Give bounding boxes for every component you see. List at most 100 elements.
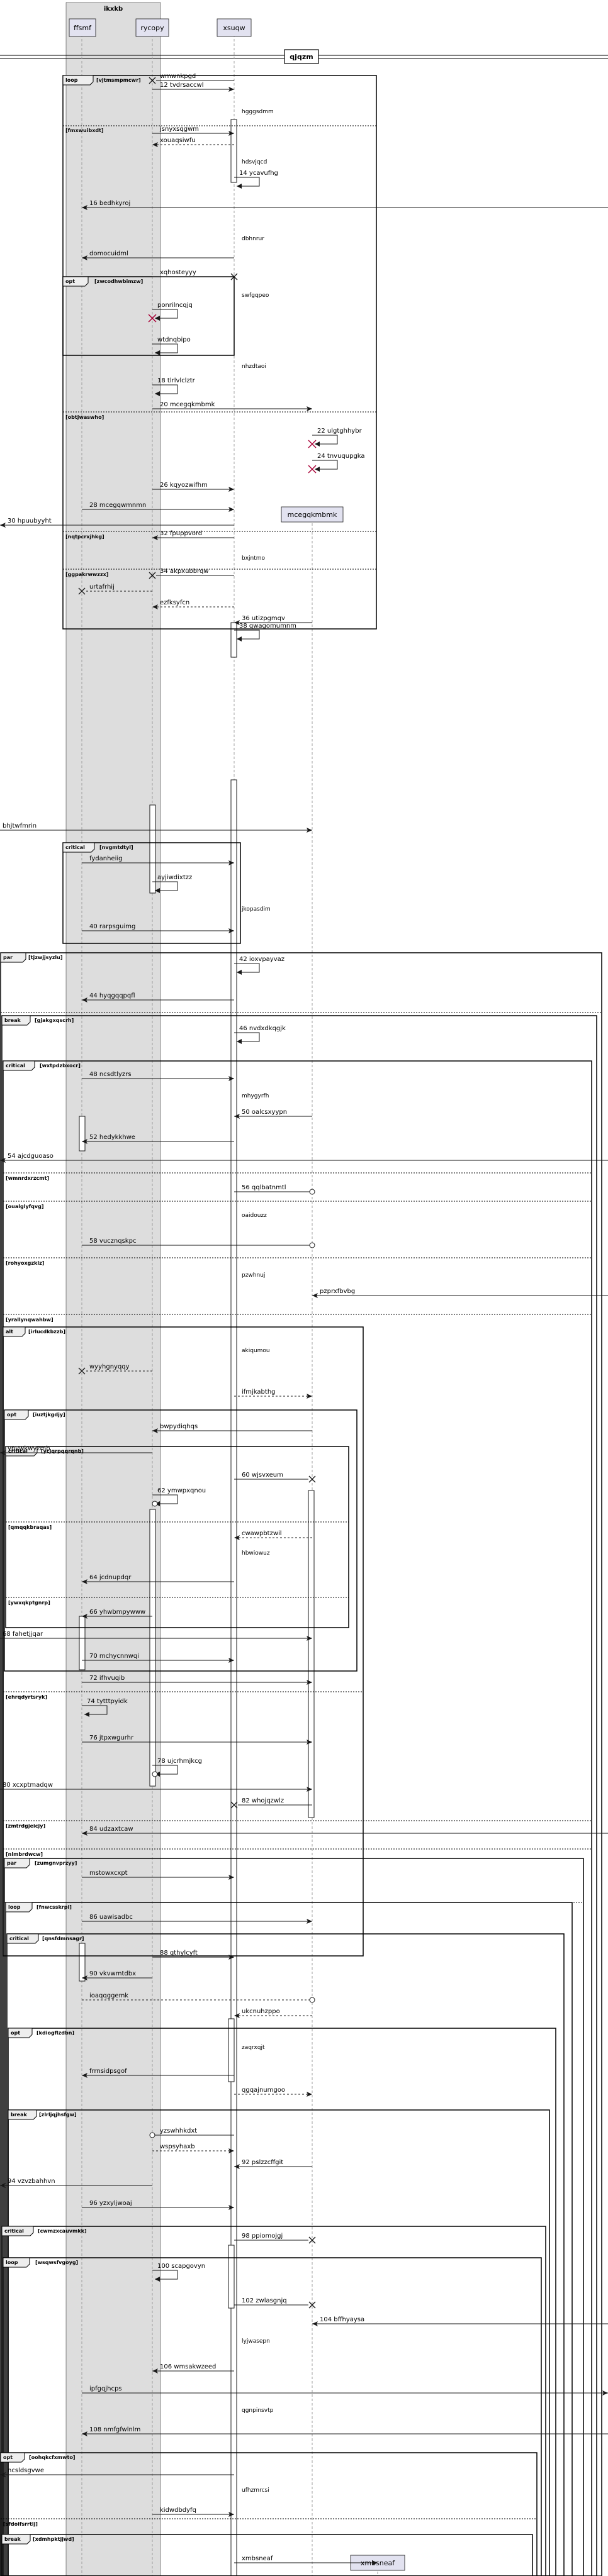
destroy-icon: [308, 465, 317, 474]
frame-cond: [nlmbrdwcw]: [6, 1852, 43, 1857]
svg-text:[iuztjkgdjy]: [iuztjkgdjy]: [33, 1412, 65, 1418]
arrow-head: [228, 1658, 234, 1663]
lost-message-icon: [230, 273, 238, 280]
message-label: qgnpinsvtp: [242, 2407, 274, 2414]
self-message-arrow: [234, 630, 260, 640]
frame-critical: critical [nvgmtdtyl]: [62, 842, 241, 944]
svg-text:critical: critical: [8, 1448, 28, 1454]
message-label: oaidouzz: [242, 1213, 267, 1219]
message-m14: 14 ycavufhg: [234, 170, 278, 189]
message-m78: 78 ujcrhmjkcg: [152, 1758, 202, 1777]
message-m66: 66 yhwbmpywww: [82, 1609, 152, 1619]
message-m68: 68 fahetjjqar: [0, 1631, 312, 1641]
message-label: wspsyhaxb: [160, 2143, 195, 2150]
message-label: hdsvjqcd: [242, 159, 267, 165]
message-label: 60 wjsvxeum: [242, 1472, 283, 1479]
svg-text:[irlucdkbzzb]: [irlucdkbzzb]: [28, 1329, 65, 1335]
arrow-head: [152, 535, 158, 540]
message-label: cwawpbtzwil: [242, 1530, 282, 1537]
participant-ffsmf[interactable]: [69, 18, 96, 37]
message-label: 38 qwagomumnm: [239, 623, 296, 630]
arrow-head: [82, 2431, 87, 2436]
message-label: urtafrhij: [89, 584, 115, 591]
message-label: bhjtwfmrin: [3, 823, 37, 830]
message-m76: 76 jtpxwgurhr: [82, 1735, 312, 1745]
lost-message-icon: [149, 77, 156, 84]
frame-opt: opt [iuztjkgdjy]: [4, 1409, 357, 1672]
message-label: 82 whojqzwlz: [242, 1797, 284, 1804]
svg-text:[nvgmtdtyl]: [nvgmtdtyl]: [99, 845, 133, 850]
arrow-head: [152, 142, 158, 147]
message-m90: 90 vkvwmtdbx: [82, 1970, 152, 1980]
arrow-head: [307, 1787, 312, 1792]
participant-group-label: ikxkb: [104, 6, 123, 13]
message-m59: pzprxfbvbg: [312, 1288, 608, 1298]
svg-text:critical: critical: [9, 1936, 29, 1941]
message-m60b: ifmjkabthg: [234, 1389, 312, 1399]
message-label: 64 jcdnupdqr: [89, 1574, 132, 1581]
participant-mcegqkmbmk[interactable]: [281, 506, 344, 523]
message-label: 106 wmsakwzeed: [160, 2363, 216, 2370]
activation-bar: [230, 779, 237, 2576]
message-n10: pzwhnuj: [242, 1272, 265, 1279]
svg-text:break: break: [4, 2536, 21, 2542]
arrow-head: [82, 2073, 87, 2078]
arrow-head: [228, 860, 234, 865]
arrow-head: [307, 2092, 312, 2097]
participant-group-box: [65, 2, 161, 2576]
message-m24: 24 tnvuqupgka: [308, 453, 365, 474]
message-label: pzwhnuj: [242, 1272, 265, 1279]
message-label: jsnyxsqgwm: [159, 126, 199, 133]
message-m80: 80 xcxptmadqw: [0, 1782, 312, 1792]
arrow-head: [237, 636, 242, 641]
message-m88: 88 qthylcyft: [152, 1950, 234, 1960]
message-m60: 60 wjsvxeum: [234, 1472, 316, 1483]
arrow-head: [228, 2148, 234, 2153]
message-label: 58 vucznqskpc: [89, 1238, 136, 1245]
message-label: 22 ulgtghhybr: [317, 428, 363, 435]
svg-text:[ycjqrpqqrqnb]: [ycjqrpqqrqnb]: [41, 1448, 84, 1454]
frame-cond: [fmxwuibxdt]: [65, 128, 104, 133]
message-n7: jkopasdim: [241, 906, 271, 913]
svg-text:[wxtpdzbxocr]: [wxtpdzbxocr]: [40, 1063, 81, 1069]
arrow-head: [84, 1712, 89, 1717]
message-label: 90 vkvwmtdbx: [89, 1970, 136, 1977]
self-message-arrow: [234, 177, 260, 187]
message-m60a: wyyhgnyqqy: [78, 1363, 152, 1375]
message-label: ezfksyfcn: [160, 599, 189, 606]
arrow-head: [228, 2205, 234, 2210]
activation-bar: [149, 1509, 156, 1787]
frame-opt: opt [zwcodhwbimzw]: [62, 276, 235, 356]
message-label: 92 pslzzcffgit: [242, 2159, 283, 2166]
participant-rycopy[interactable]: [135, 18, 169, 37]
message-label: 104 bffhyaysa: [320, 2316, 364, 2323]
message-label: swfgqpeo: [242, 292, 269, 299]
activation-bar: [230, 119, 237, 183]
frame-break: break [zlrljqjhsfgw]: [8, 2109, 550, 2576]
svg-text:[oohqkcfxmwto]: [oohqkcfxmwto]: [29, 2455, 75, 2460]
message-label: kidwdbdyfq: [160, 2507, 196, 2514]
async-circle-icon: [152, 1501, 158, 1507]
frame-break: break [xdmhpktjjwd]: [1, 2534, 533, 2576]
activation-bar: [149, 804, 156, 894]
message-m11: wmwnkpgd: [149, 73, 234, 84]
message-label: 36 utizpgmqv: [242, 615, 285, 622]
frame-cond: [ggpakrwwzzx]: [65, 572, 108, 577]
async-circle-icon: [309, 1189, 315, 1195]
participant-xsuqw[interactable]: [217, 18, 252, 37]
message-m98: 98 ppiomojgj: [234, 2233, 316, 2244]
frame-loop: loop [fnwcsskrpi]: [5, 1902, 573, 2576]
message-m109: ncsldsgvwe: [0, 2467, 234, 2477]
message-label: 18 tlrlvlclztr: [157, 377, 196, 384]
message-m22: 22 ulgtghhybr: [308, 428, 363, 448]
arrow-head: [228, 487, 234, 492]
message-label: ufhzmrcsi: [242, 2487, 269, 2494]
message-label: 74 tytttpyidk: [87, 1698, 128, 1705]
self-message-arrow: [312, 435, 338, 445]
message-label: dbhnrur: [242, 236, 264, 242]
activation-bar: [79, 1616, 86, 1670]
svg-text:par: par: [3, 955, 13, 960]
message-m62: 62 ymwpxqnou: [152, 1487, 206, 1507]
